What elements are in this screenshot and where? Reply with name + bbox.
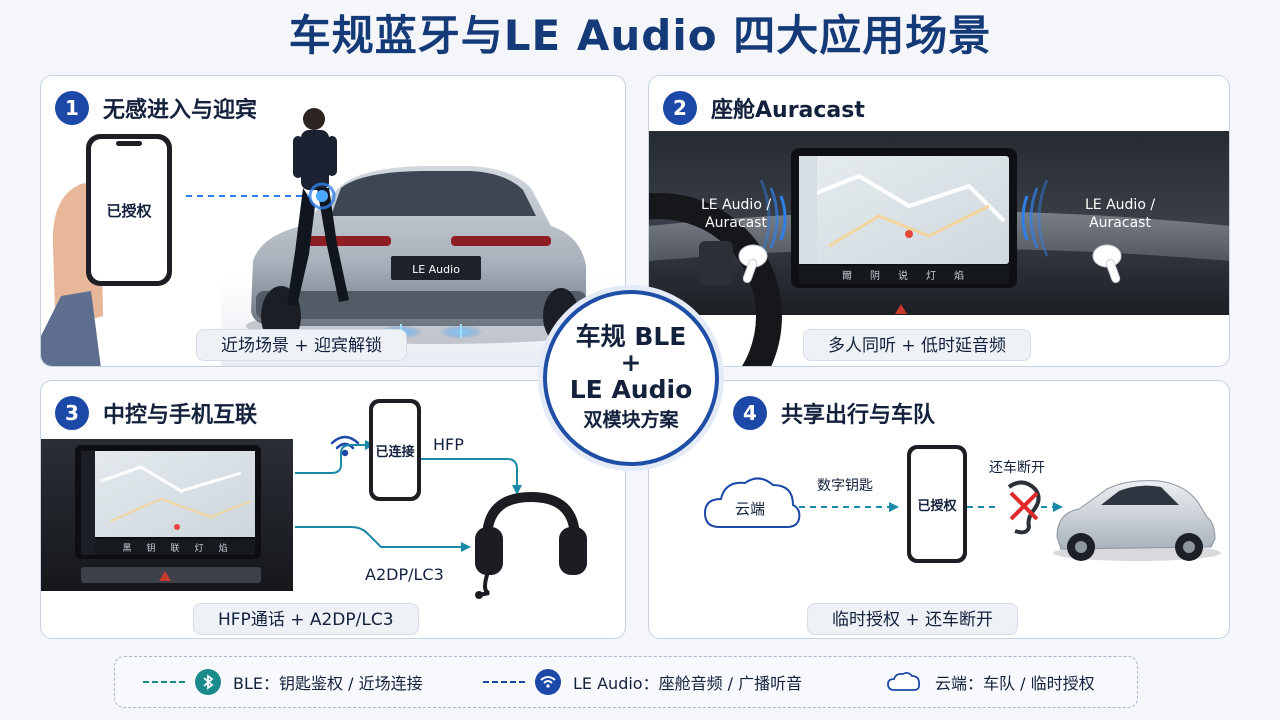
shared-mobility-illustration [703,477,1221,561]
panel-title: 中控与手机互联 [103,403,258,428]
panel-shared-mobility: 4 共享出行与车队 [648,380,1230,639]
dock-item-3: 说 [898,269,908,282]
headset-icon [475,491,587,599]
disconnect-icon [1007,480,1041,535]
legend-item-ble: BLE：钥匙鉴权 / 近场连接 [143,657,423,707]
panel-caption: 多人同听 + 低时延音频 [803,329,1032,361]
cloud-shape-icon [703,477,801,528]
legend-line-teal [143,681,185,683]
panel-number-badge: 3 [55,396,89,430]
dock-item-4: 灯 [926,270,936,282]
dock-item-4: 灯 [194,543,203,554]
a2dp-label: A2DP/LC3 [365,565,444,584]
legend: BLE：钥匙鉴权 / 近场连接 LE Audio：座舱音频 / 广播听音 云端：… [114,656,1138,708]
panel-title: 共享出行与车队 [781,403,936,428]
page-title: 车规蓝牙与LE Audio 四大应用场景 [288,11,992,60]
bluetooth-icon [195,669,221,695]
center-line-3: LE Audio [569,375,693,404]
walking-person-figure [287,108,349,306]
center-line-1: 车规 BLE [575,322,687,351]
legend-item-cloud: 云端：车队 / 临时授权 [885,657,1095,707]
legend-text-cloud: 云端：车队 / 临时授权 [935,674,1095,693]
legend-text-le-audio: LE Audio：座舱音频 / 广播听音 [573,674,803,693]
car-plate-text: LE Audio [412,263,460,276]
panel-title: 座舱Auracast [711,98,865,123]
phone-notch [116,141,142,146]
wifi-icon [535,669,561,695]
panel-caption: 近场场景 + 迎宾解锁 [196,329,408,361]
dock-item-2: 钥 [146,542,155,554]
auracast-label-left: LE Audio / Auracast [701,197,772,231]
panel-number-badge: 1 [55,91,89,125]
smartphone: 已连接 [369,399,421,501]
panel-header: 3 中控与手机互联 [55,395,257,431]
center-line-4: 双模块方案 [583,409,679,431]
center-line-2: + [620,348,642,377]
dock-item-2: 阴 [870,270,880,282]
panel-number-badge: 2 [663,91,697,125]
sedan-car-figure [1053,480,1221,561]
phone-screen-text: 已授权 [91,139,167,281]
legend-text-ble: BLE：钥匙鉴权 / 近场连接 [233,674,423,693]
legend-item-le-audio: LE Audio：座舱音频 / 广播听音 [483,657,802,707]
phone-screen-text: 已连接 [373,403,417,497]
panel-head-unit-phone: 3 中控与手机互联 黑 钥 联 灯 焰 [40,380,626,639]
audio-wave-right [1021,179,1049,257]
phone-screen-text: 已授权 [911,449,963,559]
panel-header: 1 无感进入与迎宾 [55,90,257,126]
smartphone: 已授权 [907,445,967,563]
cloud-icon [885,669,923,695]
dock-item-3: 联 [170,543,179,554]
cabin-dashboard-illustration: 爾 阴 说 灯 焰 [649,76,1229,366]
cloud-label: 云端 [735,500,766,518]
dock-item-1: 爾 [842,270,852,282]
digital-key-label: 数字钥匙 [817,478,873,494]
panel-cabin-auracast: 爾 阴 说 灯 焰 2 座舱Auracast LE Au [648,75,1230,367]
panel-header: 2 座舱Auracast [663,90,865,126]
return-disconnect-label: 还车断开 [989,460,1045,476]
earbud-right-icon [1092,244,1122,284]
legend-line-blue [483,681,525,683]
head-unit-illustration: 黑 钥 联 灯 焰 [41,435,587,599]
dock-item-5: 焰 [954,269,964,282]
panel-caption: 临时授权 + 还车断开 [807,603,1019,635]
center-solution-badge: 车规 BLE + LE Audio 双模块方案 [543,290,719,466]
dock-item-1: 黑 [122,543,131,554]
auracast-label-right: LE Audio / Auracast [1085,197,1156,231]
smartphone: 已授权 [86,134,172,286]
earbud-left-icon [738,244,768,284]
panel-header: 4 共享出行与车队 [733,395,935,431]
panel-caption: HFP通话 + A2DP/LC3 [193,603,419,635]
panel-number-badge: 4 [733,396,767,430]
wifi-signal-icon [330,435,360,457]
panel-title: 无感进入与迎宾 [103,98,258,123]
hfp-label: HFP [433,435,464,454]
dock-item-5: 焰 [218,542,227,554]
panel-keyless-entry: 1 无感进入与迎宾 [40,75,626,367]
